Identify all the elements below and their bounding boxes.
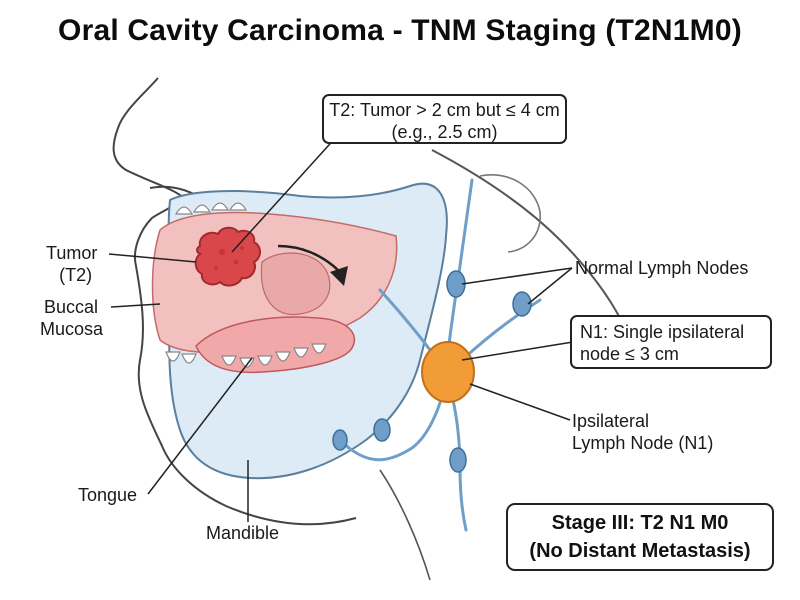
stage-callout-line1: Stage III: T2 N1 M0 — [551, 512, 729, 534]
upper-teeth — [174, 202, 248, 215]
ipsi-label-line1: Ipsilateral — [572, 411, 650, 431]
stage-callout: Stage III: T2 N1 M0 (No Distant Metastas… — [506, 503, 774, 571]
normal-lymph-nodes — [332, 270, 532, 473]
ipsi-label-line2: Lymph Node (N1) — [572, 433, 714, 453]
t2-callout: T2: Tumor > 2 cm but ≤ 4 cm (e.g., 2.5 c… — [322, 94, 567, 144]
tumor-mass — [194, 226, 261, 287]
spread-arrow — [277, 244, 341, 273]
soft-palate-shape — [260, 252, 331, 316]
normal-lymph-nodes-label: Normal Lymph Nodes — [575, 258, 749, 278]
t2-callout-line1: T2: Tumor > 2 cm but ≤ 4 cm — [329, 100, 560, 120]
tumor-label: Tumor (T2) — [46, 242, 97, 286]
normal-node-3 — [373, 418, 391, 442]
leader-lines — [108, 134, 574, 522]
normal-node-4 — [332, 429, 348, 451]
mandible-label: Mandible — [206, 523, 280, 543]
tumor-texture — [214, 246, 244, 270]
tongue-label: Tongue — [78, 485, 138, 505]
neck-back-outline — [431, 149, 627, 331]
t2-callout-line2: (e.g., 2.5 cm) — [391, 122, 498, 142]
tumor-label-line1: Tumor — [46, 243, 98, 263]
ear-outline — [479, 174, 541, 253]
neck-front-outline — [379, 469, 431, 581]
n1-callout: N1: Single ipsilateral node ≤ 3 cm — [570, 315, 772, 369]
spread-arrow-head — [330, 266, 348, 286]
face-profile-outline — [112, 77, 357, 526]
n1-callout-line2: node ≤ 3 cm — [580, 344, 679, 364]
tumor-label-line2: (T2) — [59, 265, 93, 285]
lower-teeth — [165, 343, 327, 368]
normal-node-2 — [512, 291, 532, 317]
buccal-label-line2: Mucosa — [40, 319, 104, 339]
affected-lymph-node — [421, 341, 475, 403]
buccal-label-line1: Buccal — [44, 297, 99, 317]
buccal-mucosa-label: Buccal Mucosa — [40, 296, 103, 340]
n1-callout-line1: N1: Single ipsilateral — [580, 322, 745, 342]
tongue-shape — [195, 316, 356, 374]
ipsilateral-node-label: Ipsilateral Lymph Node (N1) — [572, 410, 713, 454]
page-title: Oral Cavity Carcinoma - TNM Staging (T2N… — [58, 14, 742, 47]
normal-node-5 — [449, 447, 467, 473]
stage-callout-line2: (No Distant Metastasis) — [529, 540, 751, 562]
